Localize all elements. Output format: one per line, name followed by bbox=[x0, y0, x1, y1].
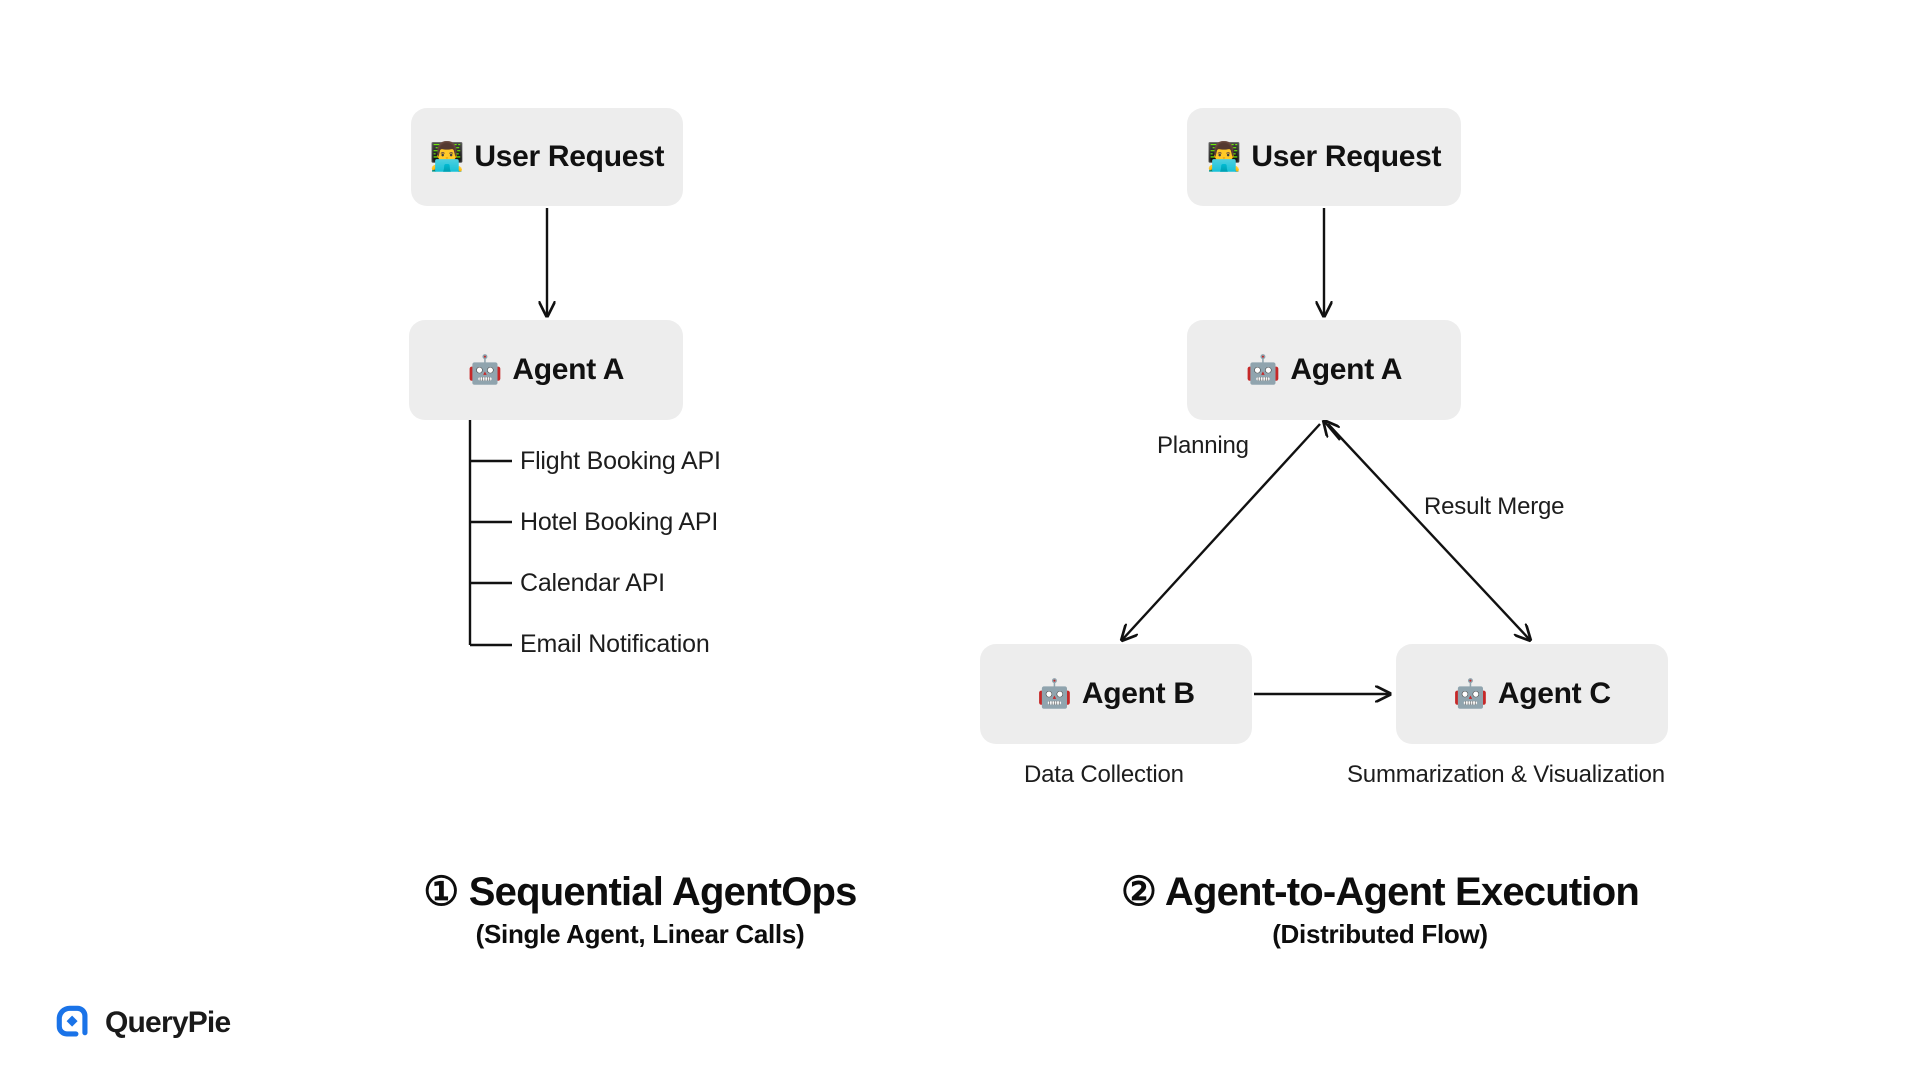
tool-item-flight-booking-api: Flight Booking API bbox=[520, 447, 721, 475]
caption-a2a-subtitle: (Distributed Flow) bbox=[1272, 918, 1488, 949]
caption-sequential-agentops: ① Sequential AgentOps (Single Agent, Lin… bbox=[200, 870, 1080, 950]
robot-icon: 🤖 bbox=[467, 354, 503, 385]
caption-a2a-title: ② Agent-to-Agent Execution bbox=[1121, 870, 1640, 914]
node-agent-c-text: Agent C bbox=[1497, 677, 1611, 710]
brand-name-text: QueryPie bbox=[105, 1006, 231, 1039]
person-at-laptop-icon: 👨‍💻 bbox=[429, 141, 465, 172]
caption-sequential-title: ① Sequential AgentOps bbox=[423, 870, 857, 914]
node-agent-b-label: 🤖 Agent B bbox=[1037, 677, 1195, 711]
node-user-request-left-text: User Request bbox=[474, 140, 665, 173]
querypie-logo-icon bbox=[56, 1005, 88, 1037]
node-agent-a-right-label: 🤖 Agent A bbox=[1245, 353, 1403, 387]
person-at-laptop-icon: 👨‍💻 bbox=[1206, 141, 1242, 172]
node-agent-a-right[interactable]: 🤖 Agent A bbox=[1187, 320, 1461, 420]
node-agent-c-label: 🤖 Agent C bbox=[1453, 677, 1611, 711]
node-user-request-left[interactable]: 👨‍💻 User Request bbox=[411, 108, 683, 206]
caption-agent-to-agent: ② Agent-to-Agent Execution (Distributed … bbox=[880, 870, 1880, 950]
node-agent-b-text: Agent B bbox=[1081, 677, 1195, 710]
node-agent-b[interactable]: 🤖 Agent B bbox=[980, 644, 1252, 744]
node-sublabel-data-collection: Data Collection bbox=[1024, 761, 1184, 788]
node-agent-a-left-text: Agent A bbox=[512, 353, 625, 386]
edge-a-to-c bbox=[1327, 423, 1530, 640]
edge-planning-a-to-b bbox=[1122, 423, 1321, 640]
node-sublabel-summarization: Summarization & Visualization bbox=[1347, 761, 1665, 788]
edge-label-result-merge: Result Merge bbox=[1424, 493, 1565, 520]
node-agent-a-left[interactable]: 🤖 Agent A bbox=[409, 320, 683, 420]
node-user-request-right[interactable]: 👨‍💻 User Request bbox=[1187, 108, 1461, 206]
node-agent-a-left-label: 🤖 Agent A bbox=[467, 353, 625, 387]
tool-item-email-notification: Email Notification bbox=[520, 630, 710, 658]
node-user-request-right-text: User Request bbox=[1251, 140, 1442, 173]
robot-icon: 🤖 bbox=[1245, 354, 1281, 385]
brand-logo-lockup: QueryPie bbox=[55, 1004, 231, 1042]
edge-result-merge-to-a bbox=[1324, 421, 1341, 441]
caption-sequential-subtitle: (Single Agent, Linear Calls) bbox=[475, 918, 805, 949]
robot-icon: 🤖 bbox=[1037, 678, 1072, 709]
tool-item-calendar-api: Calendar API bbox=[520, 569, 665, 597]
node-user-request-right-label: 👨‍💻 User Request bbox=[1206, 140, 1442, 174]
tool-item-hotel-booking-api: Hotel Booking API bbox=[520, 508, 719, 536]
edge-label-planning: Planning bbox=[1157, 432, 1249, 459]
node-user-request-left-label: 👨‍💻 User Request bbox=[429, 140, 665, 174]
node-agent-c[interactable]: 🤖 Agent C bbox=[1396, 644, 1668, 744]
node-agent-a-right-text: Agent A bbox=[1290, 353, 1403, 386]
robot-icon: 🤖 bbox=[1453, 678, 1488, 709]
